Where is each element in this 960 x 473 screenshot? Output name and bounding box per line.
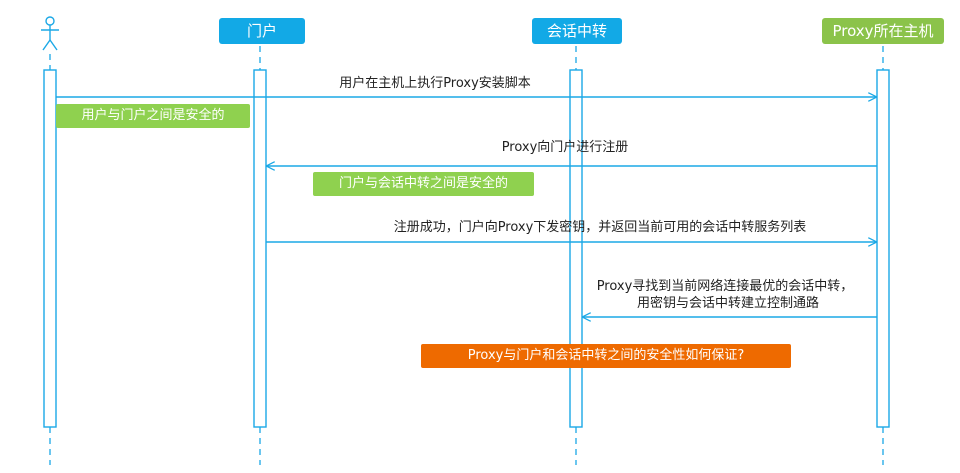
message-label-find-relay-line2: 用密钥与会话中转建立控制通路 (636, 296, 819, 311)
message-label-find-relay-line1: Proxy寻找到当前网络连接最优的会话中转， (596, 279, 854, 294)
participant-proxy-host: Proxy所在主机 (822, 18, 944, 44)
activation-bar-proxy (876, 69, 890, 428)
activation-bar-relay (569, 69, 583, 428)
participant-portal: 门户 (219, 18, 305, 44)
message-label-install-proxy: 用户在主机上执行Proxy安装脚本 (339, 76, 531, 91)
note-portal-relay-secure: 门户与会话中转之间是安全的 (313, 172, 534, 196)
note-proxy-security-question: Proxy与门户和会话中转之间的安全性如何保证? (421, 344, 791, 368)
message-label-register-success: 注册成功，门户向Proxy下发密钥，并返回当前可用的会话中转服务列表 (393, 220, 807, 235)
message-label-proxy-register: Proxy向门户进行注册 (501, 140, 629, 155)
note-user-portal-secure: 用户与门户之间是安全的 (56, 104, 250, 128)
activation-bar-portal (253, 69, 267, 428)
participant-session-relay: 会话中转 (532, 18, 622, 44)
activation-bar-user (43, 69, 57, 428)
stick-figure-icon (41, 16, 59, 51)
